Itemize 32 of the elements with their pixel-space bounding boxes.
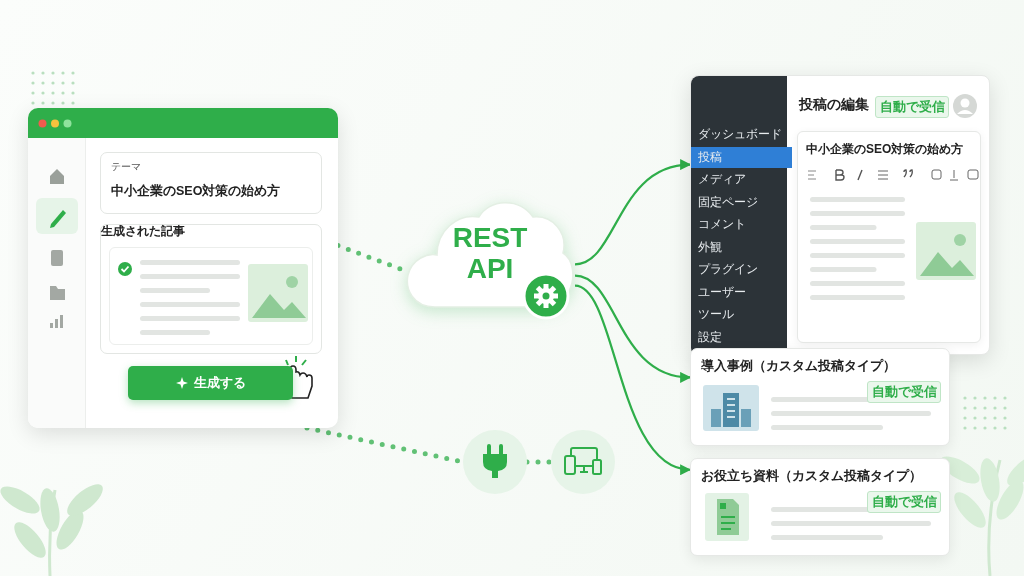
menu-item: プラグイン	[697, 262, 759, 277]
menu-item: 固定ページ	[697, 194, 759, 210]
field-value: 中小企業のSEO対策の始め方	[111, 183, 281, 200]
post-type-card	[690, 348, 950, 446]
card-heading: 生成された記事	[101, 223, 185, 240]
post-title: 中小企業のSEO対策の始め方	[806, 141, 964, 158]
active-menu-item: 投稿	[691, 146, 792, 168]
menu-item: 設定	[697, 329, 723, 345]
post-card	[797, 131, 981, 343]
field-label: テーマ	[111, 160, 141, 174]
menu-item: コメント	[697, 217, 747, 232]
post-type-card	[690, 458, 950, 556]
article-card	[100, 224, 322, 354]
menu-item: メディア	[697, 172, 747, 187]
app-window	[28, 108, 338, 428]
connector-arrow	[574, 284, 692, 474]
menu-item: ダッシュボード	[697, 127, 783, 142]
card-title: お役立ち資料（カスタム投稿タイプ）	[701, 468, 922, 485]
generate-button: 生成する	[128, 366, 293, 400]
status-badge: 自動で受信	[867, 381, 941, 403]
menu-item: ユーザー	[697, 284, 747, 300]
status-badge: 自動で受信	[867, 491, 941, 513]
connector-arrow	[574, 274, 692, 382]
page-heading: 投稿の編集	[799, 96, 869, 114]
connector-arrow	[574, 160, 692, 266]
input-field	[100, 152, 322, 214]
status-badge: 自動で受信	[875, 96, 949, 118]
editor-window	[690, 75, 990, 355]
cloud-label: REST API	[451, 223, 529, 285]
card-title: 導入事例（カスタム投稿タイプ）	[701, 358, 896, 375]
menu-item: 外観	[697, 239, 723, 255]
menu-item: ツール	[697, 307, 735, 322]
